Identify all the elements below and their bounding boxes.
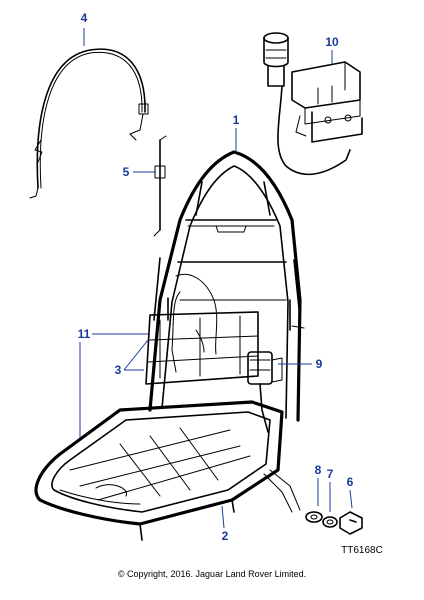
callout-9: 9: [316, 357, 323, 371]
callout-6: 6: [347, 475, 354, 489]
part-11-lumbar-panel: [145, 273, 259, 385]
callout-3: 3: [115, 363, 122, 377]
part-10-pump: [263, 32, 363, 176]
callout-10: 10: [325, 35, 339, 49]
part-4-cable: [29, 48, 149, 199]
fasteners-6-7-8: [305, 511, 363, 535]
part-1-backrest-frame: [148, 150, 305, 422]
callout-5: 5: [123, 165, 130, 179]
callout-1: 1: [233, 113, 240, 127]
callout-4: 4: [81, 11, 88, 25]
callout-11: 11: [78, 327, 91, 341]
callout-7: 7: [327, 467, 334, 481]
reference-code: TT6168C: [341, 545, 383, 556]
part-9-motor: [247, 351, 283, 433]
part-5-cable: [153, 135, 167, 237]
leader-lines: [79, 28, 353, 529]
callout-8: 8: [315, 463, 322, 477]
part-2-cushion-frame: [34, 400, 301, 541]
callout-2: 2: [222, 529, 229, 543]
copyright-notice: © Copyright, 2016. Jaguar Land Rover Lim…: [118, 569, 306, 579]
